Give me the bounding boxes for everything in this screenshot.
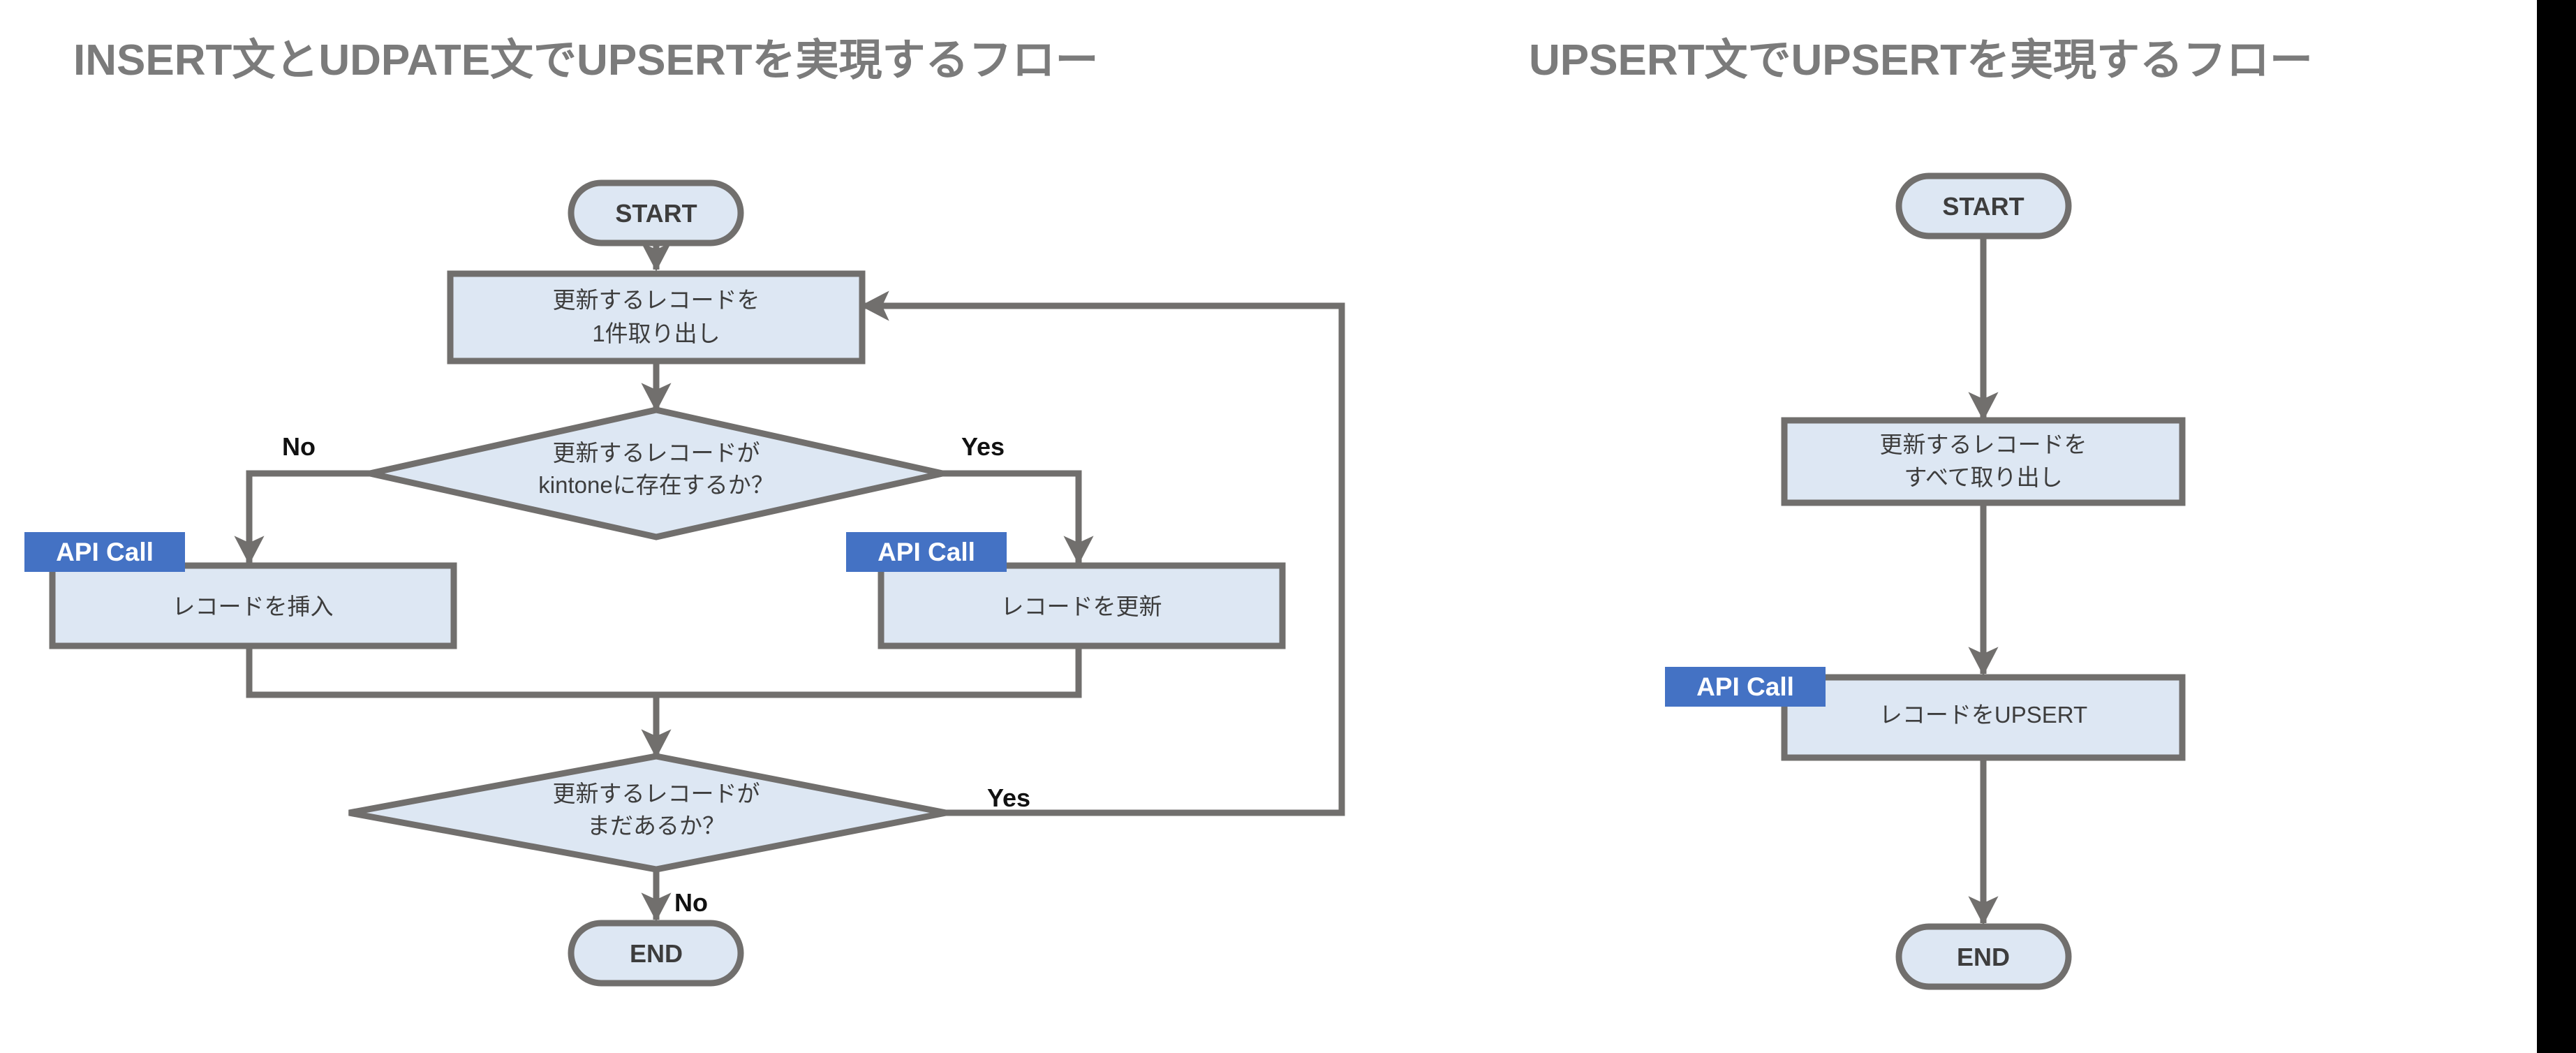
right-start-label: START — [1942, 192, 2024, 221]
left-node-start[interactable]: START — [568, 179, 744, 246]
left-badge-update-api-call: API Call — [846, 532, 1007, 572]
left-more-label-line1: 更新するレコードが — [553, 781, 760, 807]
left-node-more-decision[interactable]: 更新するレコードが まだあるか？ — [348, 753, 947, 873]
right-node-end[interactable]: END — [1895, 923, 2072, 990]
edge-exists-yes-to-update — [942, 470, 1094, 565]
left-update-label: レコードを更新 — [1001, 594, 1162, 619]
left-node-update[interactable]: レコードを更新 — [878, 562, 1286, 649]
right-diagram-title: UPSERT文でUPSERTを実現するフロー — [1529, 36, 2313, 84]
left-more-label-line2: まだあるか？ — [587, 813, 725, 839]
right-upsert-label: レコードをUPSERT — [1879, 702, 2087, 728]
left-exists-label-line2: kintoneに存在するか？ — [538, 472, 773, 498]
left-node-fetch-one[interactable]: 更新するレコードを 1件取り出し — [447, 270, 866, 364]
right-node-start[interactable]: START — [1895, 172, 2072, 240]
right-badge-upsert-api-call: API Call — [1665, 667, 1826, 707]
left-node-insert[interactable]: レコードを挿入 — [49, 562, 457, 649]
right-end-label: END — [1957, 943, 2010, 971]
right-fetch-all-label-line1: 更新するレコードを — [1880, 432, 2087, 457]
left-edge-label-exists-yes: Yes — [961, 432, 1005, 461]
left-insert-label: レコードを挿入 — [172, 594, 334, 619]
left-insert-badge-label: API Call — [56, 538, 154, 566]
left-edge-label-more-yes: Yes — [987, 783, 1030, 812]
edge-update-to-merge — [656, 646, 1082, 698]
left-node-end[interactable]: END — [568, 920, 744, 987]
edge-insert-to-merge — [246, 646, 656, 698]
right-edge-strip — [2537, 0, 2576, 1053]
left-exists-label-line1: 更新するレコードが — [553, 440, 760, 466]
left-badge-insert-api-call: API Call — [24, 532, 185, 572]
right-node-fetch-all[interactable]: 更新するレコードを すべて取り出し — [1781, 417, 2186, 506]
right-upsert-badge-label: API Call — [1696, 672, 1794, 701]
left-edge-label-more-no: No — [674, 888, 708, 917]
right-node-upsert[interactable]: レコードをUPSERT — [1781, 674, 2186, 761]
left-end-label: END — [630, 939, 683, 968]
right-fetch-all-label-line2: すべて取り出し — [1904, 464, 2062, 490]
left-fetch-one-label-line1: 更新するレコードを — [553, 287, 760, 313]
left-fetch-one-label-line2: 1件取り出し — [592, 321, 720, 346]
left-edges — [234, 242, 1345, 922]
left-edge-label-exists-no: No — [282, 432, 316, 461]
edge-exists-no-to-insert — [234, 470, 370, 565]
edge-more-yes-loopback — [860, 290, 1345, 816]
left-node-exists-decision[interactable]: 更新するレコードが kintoneに存在するか？ — [369, 406, 943, 540]
left-start-label: START — [615, 199, 697, 228]
left-update-badge-label: API Call — [878, 538, 975, 566]
left-diagram-title: INSERT文とUDPATE文でUPSERTを実現するフロー — [73, 36, 1099, 84]
